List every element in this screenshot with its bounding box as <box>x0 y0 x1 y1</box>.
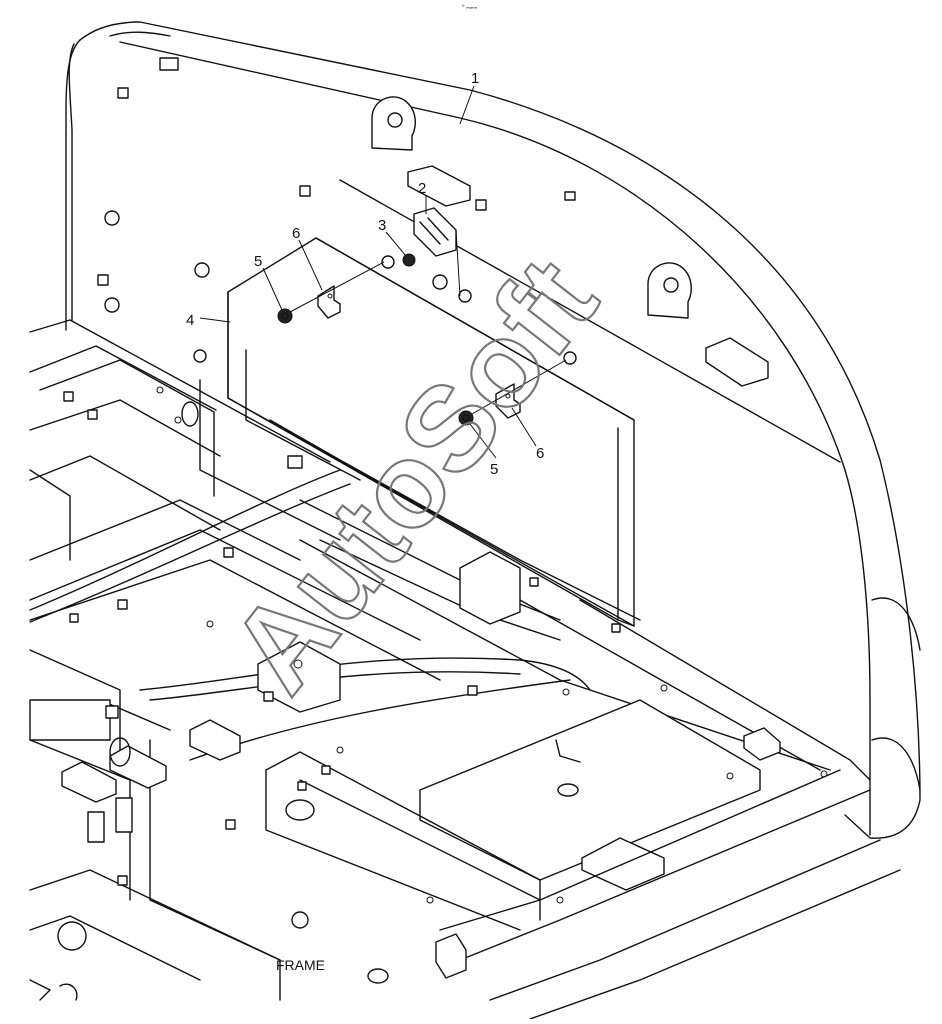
panel-4 <box>227 237 635 627</box>
frame-label: FRAME <box>276 957 325 973</box>
counterweight <box>65 21 921 839</box>
callout-1: 1 <box>471 70 479 87</box>
callout-6-upper: 6 <box>292 225 300 242</box>
callout-4: 4 <box>186 312 194 329</box>
callout-3: 3 <box>378 217 386 234</box>
bolt-5 <box>277 261 567 426</box>
callout-2: 2 <box>418 180 426 197</box>
callout-6-lower: 6 <box>536 445 544 462</box>
header-mark: ⁰ ₘₘₘ <box>462 4 478 11</box>
callout-5-lower: 5 <box>490 461 498 478</box>
nut-3 <box>402 253 416 267</box>
bracket-2 <box>413 207 461 297</box>
callout-5-upper: 5 <box>254 253 262 270</box>
upper-frame <box>29 319 901 1020</box>
leader-lines <box>199 85 537 459</box>
